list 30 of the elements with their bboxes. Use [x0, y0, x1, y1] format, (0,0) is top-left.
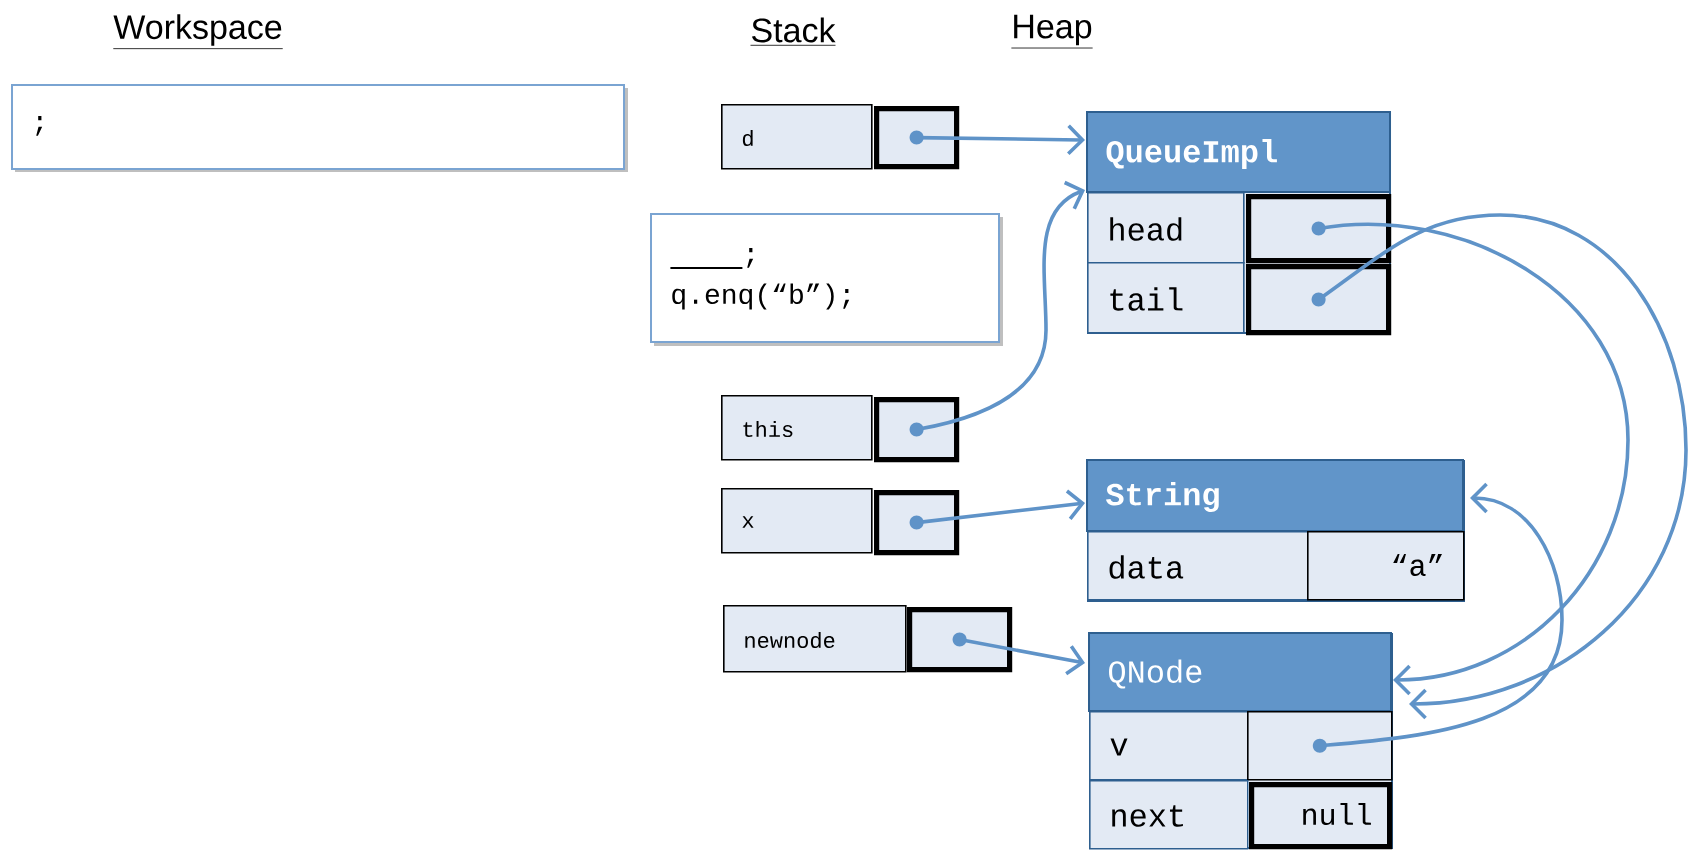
- code-box: ;: [11, 84, 628, 172]
- variable-cell: x: [721, 488, 873, 554]
- arrow: [952, 632, 1085, 676]
- value-cell: “a”: [1307, 531, 1465, 601]
- arrow: [1311, 213, 1688, 720]
- field-cell: data: [1087, 531, 1309, 601]
- arrow: [1312, 482, 1564, 753]
- value-cell: [907, 607, 1013, 673]
- value-cell: [874, 397, 960, 463]
- value-cell: [1246, 194, 1392, 264]
- value-cell: [874, 106, 960, 170]
- value-cell: [874, 490, 960, 556]
- arrow: [1311, 221, 1630, 696]
- value-cell: [1247, 711, 1393, 781]
- code-box: ; q.enq(“b”);: [650, 213, 1003, 346]
- heading: Workspace: [112, 14, 284, 50]
- value-cell: null: [1249, 782, 1393, 850]
- heading: Heap: [1010, 14, 1094, 49]
- value-cell: [1246, 264, 1392, 336]
- variable-cell: d: [721, 104, 873, 170]
- arrow: [909, 489, 1085, 530]
- field-cell: v: [1089, 711, 1249, 781]
- variable-cell: this: [721, 395, 873, 461]
- arrow: [909, 180, 1085, 437]
- field-cell: tail: [1087, 262, 1245, 334]
- field-cell: head: [1087, 192, 1245, 264]
- variable-cell: newnode: [723, 605, 907, 673]
- field-cell: next: [1089, 780, 1249, 850]
- arrow: [909, 124, 1085, 156]
- heading: Stack: [750, 17, 836, 46]
